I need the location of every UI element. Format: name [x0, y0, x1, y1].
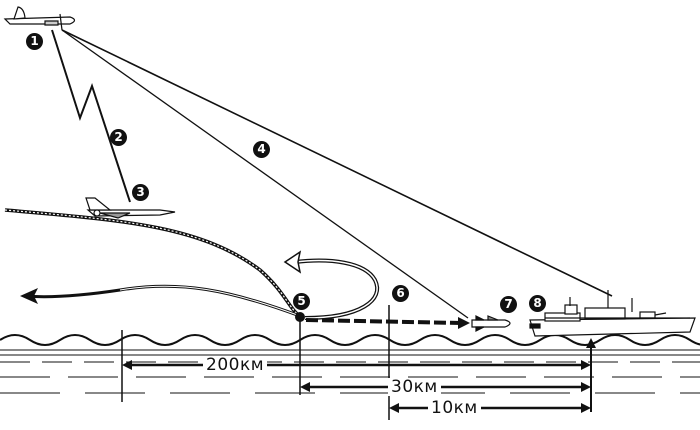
- sea-surface: [0, 334, 700, 346]
- missile-track: [305, 318, 463, 325]
- distance-label-200km: 200км: [203, 356, 268, 374]
- marker-1: 1: [26, 33, 43, 50]
- fighter-jet-icon: [85, 197, 176, 219]
- launch-point: [295, 312, 305, 322]
- turn-arrowhead: [283, 250, 302, 274]
- recon-aircraft-icon: [3, 6, 76, 31]
- retreat-path: [24, 284, 301, 318]
- sight-line-to-missile: [61, 29, 469, 319]
- marker-5: 5: [293, 293, 310, 310]
- marker-8: 8: [529, 295, 546, 312]
- distance-label-10km: 10км: [428, 399, 481, 417]
- missile-icon: [471, 315, 511, 332]
- marker-3: 3: [132, 184, 149, 201]
- marker-4: 4: [253, 141, 270, 158]
- distance-label-30km: 30км: [388, 378, 441, 396]
- retreat-arrowhead: [20, 288, 38, 304]
- marker-2: 2: [110, 129, 127, 146]
- marker-6: 6: [392, 285, 409, 302]
- marker-7: 7: [500, 296, 517, 313]
- sight-line-to-ship: [61, 29, 613, 297]
- warship-icon: [529, 290, 696, 337]
- radio-link: [51, 29, 131, 203]
